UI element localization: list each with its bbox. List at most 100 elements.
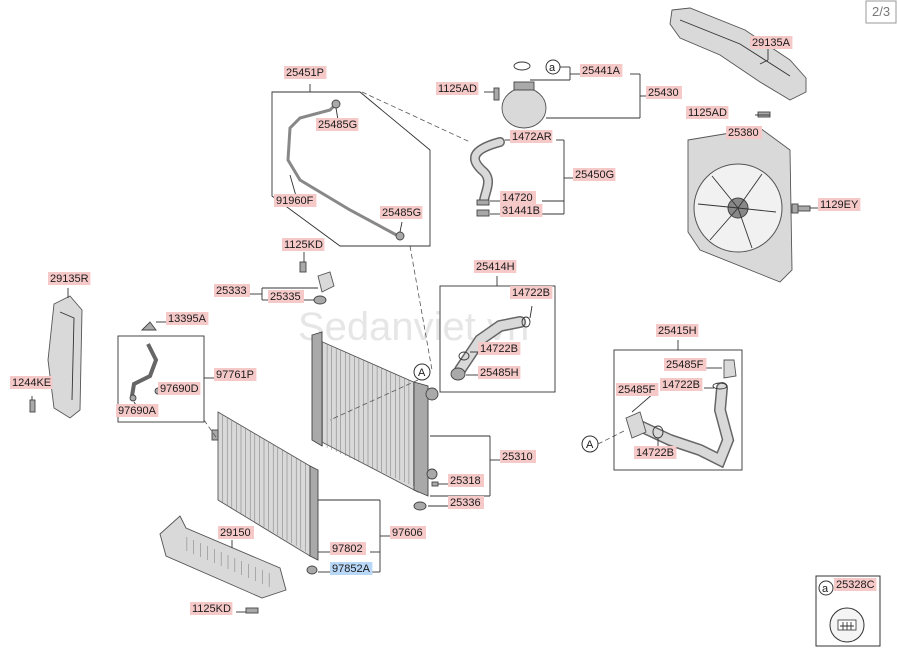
part-label-bg (274, 194, 317, 207)
part-label-bg (726, 126, 762, 139)
part-label-25336[interactable]: 25336 (450, 497, 481, 509)
reservoir-tank-part (501, 61, 547, 129)
part-label-1125kd_top[interactable]: 1125KD (284, 239, 323, 251)
part-label-14722b_b[interactable]: 14722B (480, 343, 518, 355)
part-label-1125ad_fan[interactable]: 1125AD (688, 107, 727, 119)
ref-marker-a-tank-text: a (549, 62, 556, 74)
part-label-1129ey[interactable]: 1129EY (820, 199, 859, 211)
ref-marker-a-box-text: a (822, 583, 829, 595)
part-label-bg (510, 286, 553, 299)
part-label-1472ar[interactable]: 1472AR (512, 131, 552, 143)
part-label-bg (834, 578, 877, 591)
part-label-bg (448, 474, 484, 487)
part-label-bg (500, 450, 536, 463)
part-label-97690a[interactable]: 97690A (118, 405, 157, 417)
part-label-bg (474, 260, 517, 273)
part-label-bg (660, 378, 703, 391)
part-label-97690d[interactable]: 97690D (160, 383, 199, 395)
part-label-14722b_d[interactable]: 14722B (636, 447, 674, 459)
bolt-part-1125ad-fan (757, 111, 771, 118)
part-label-25451p[interactable]: 25451P (286, 67, 324, 79)
part-label-91960f[interactable]: 91960F (276, 195, 314, 207)
view-marker-a-radiator (413, 363, 431, 381)
part-label-bg (448, 496, 484, 509)
part-label-14722b_c[interactable]: 14722B (662, 379, 700, 391)
part-label-bg (478, 342, 521, 355)
part-label-bg (616, 383, 659, 396)
part-label-bg (282, 238, 325, 251)
part-label-25485f_b[interactable]: 25485F (618, 384, 656, 396)
part-label-bg (330, 542, 366, 555)
part-label-13395a[interactable]: 13395A (168, 313, 207, 325)
part-label-bg (214, 368, 257, 381)
part-label-bg (500, 204, 543, 217)
bolt-part-1125ad-tank (493, 87, 500, 101)
part-label-29135a[interactable]: 29135A (752, 37, 791, 49)
part-label-14722b_a[interactable]: 14722B (512, 287, 550, 299)
part-label-1125kd_bot[interactable]: 1125KD (192, 603, 231, 615)
part-label-bg (818, 198, 861, 211)
view-marker-a-radiator-text: A (418, 367, 426, 379)
part-label-25485h[interactable]: 25485H (480, 367, 519, 379)
view-marker-a-lower-text: A (586, 439, 594, 451)
part-label-14720[interactable]: 14720 (502, 192, 533, 204)
part-label-25485g_top[interactable]: 25485G (318, 119, 357, 131)
part-label-bg (48, 272, 91, 285)
part-label-25441a[interactable]: 25441A (582, 65, 621, 77)
reservoir-hose-part (470, 137, 505, 217)
part-label-25430[interactable]: 25430 (648, 87, 679, 99)
part-label-bg (284, 66, 327, 79)
part-label-25485g_bot[interactable]: 25485G (382, 207, 421, 219)
page-indicator-box (865, 0, 897, 24)
part-label-25328c[interactable]: 25328C (836, 579, 875, 591)
part-label-bg (390, 526, 426, 539)
part-label-bg (218, 526, 254, 539)
bolt-part-1125kd-top (299, 261, 307, 273)
part-label-25380[interactable]: 25380 (728, 127, 759, 139)
part-label-31441b[interactable]: 31441B (502, 205, 540, 217)
part-label-bg (10, 376, 53, 389)
part-label-29150[interactable]: 29150 (220, 527, 251, 539)
part-label-25415h[interactable]: 25415H (658, 325, 697, 337)
part-label-bg (330, 562, 373, 575)
part-label-25333[interactable]: 25333 (216, 285, 247, 297)
part-label-25450g[interactable]: 25450G (575, 169, 614, 181)
part-label-bg (166, 312, 209, 325)
part-label-29135r[interactable]: 29135R (50, 273, 89, 285)
part-label-97761p[interactable]: 97761P (216, 369, 254, 381)
radiator-part (311, 331, 439, 497)
radiator-cap-part (829, 607, 865, 643)
bolt-part-1125kd-bottom (245, 607, 259, 614)
part-label-97606[interactable]: 97606 (392, 527, 423, 539)
part-label-25485f_a[interactable]: 25485F (666, 359, 704, 371)
part-label-25310[interactable]: 25310 (502, 451, 533, 463)
part-label-bg (686, 106, 729, 119)
part-label-97852a[interactable]: 97852A (332, 563, 371, 575)
condenser-part (211, 411, 319, 575)
part-label-1125ad_tank[interactable]: 1125AD (438, 83, 477, 95)
ref-marker-a-box (818, 580, 834, 596)
lower-hose-part (625, 359, 737, 469)
upper-hose-part (450, 316, 531, 381)
part-label-bg (750, 36, 793, 49)
part-label-bg (268, 290, 304, 303)
part-label-1244ke[interactable]: 1244KE (12, 377, 51, 389)
part-label-bg (316, 118, 359, 131)
part-label-25335[interactable]: 25335 (270, 291, 301, 303)
drain-plug-part (413, 481, 439, 511)
part-label-97802[interactable]: 97802 (332, 543, 363, 555)
air-guard-upper-part (669, 7, 807, 101)
part-label-25414h[interactable]: 25414H (476, 261, 515, 273)
air-guard-side-part (47, 295, 83, 419)
page-indicator: 2/3 (872, 4, 890, 19)
part-label-bg (214, 284, 250, 297)
part-label-bg (664, 358, 707, 371)
part-label-bg (646, 86, 682, 99)
part-label-bg (190, 602, 233, 615)
part-label-bg (500, 191, 536, 204)
part-label-bg (573, 168, 616, 181)
bolt-part-1244ke (29, 399, 36, 413)
part-label-25318[interactable]: 25318 (450, 475, 481, 487)
bolt-part-1129ey (791, 203, 811, 214)
